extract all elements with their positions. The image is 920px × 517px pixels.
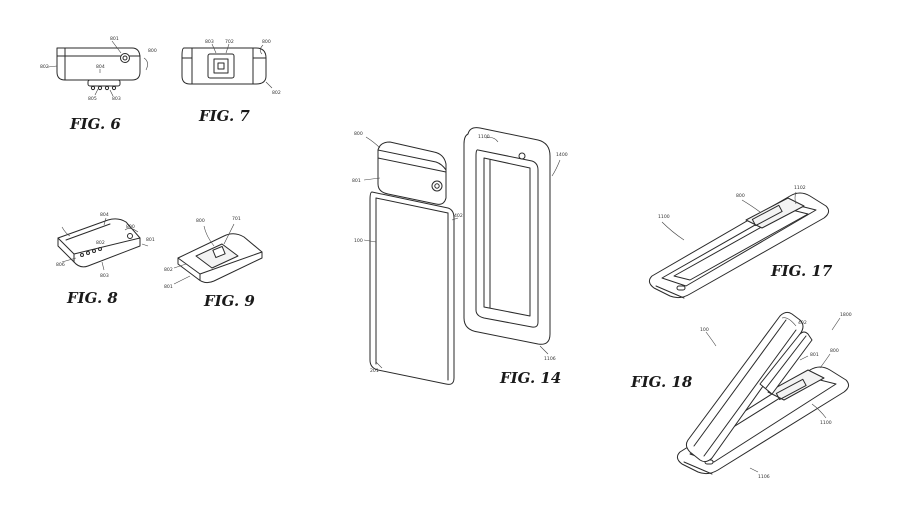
- fig9-ref: 801: [164, 284, 173, 290]
- fig8-ref: 800: [126, 224, 135, 230]
- fig6-label: FIG. 6: [70, 115, 121, 133]
- fig17-drawing: [648, 191, 830, 299]
- fig17-label: FIG. 17: [771, 262, 833, 280]
- fig14-ref: 402: [454, 213, 463, 219]
- fig8-label: FIG. 8: [67, 289, 118, 307]
- fig9-ref: 802: [164, 267, 173, 273]
- fig18-ref: 402: [798, 320, 807, 326]
- fig6-ref: 801: [110, 36, 119, 42]
- fig8-ref: 801: [146, 237, 155, 243]
- fig7-drawing: [181, 43, 273, 89]
- fig18-label: FIG. 18: [631, 373, 693, 391]
- fig14-ref: 100: [354, 238, 363, 244]
- fig18-ref: 100: [700, 327, 709, 333]
- fig18-ref: 1100: [820, 420, 832, 426]
- fig18-ref: 801: [810, 352, 819, 358]
- fig9-drawing: [173, 223, 263, 285]
- fig9-label: FIG. 9: [204, 292, 255, 310]
- fig17-ref: 1100: [658, 214, 670, 220]
- fig6-ref: 805: [88, 96, 97, 102]
- fig6-ref: 800: [148, 48, 157, 54]
- fig14-ref: 800: [354, 131, 363, 137]
- fig6-ref: 804: [96, 64, 105, 70]
- fig8-drawing: [57, 217, 149, 271]
- fig14-drawing: [363, 127, 561, 385]
- fig14-label: FIG. 14: [500, 369, 562, 387]
- fig7-ref: 800: [262, 39, 271, 45]
- fig9-ref: 701: [232, 216, 241, 222]
- fig6-ref: 802: [40, 64, 49, 70]
- fig7-ref: 802: [272, 90, 281, 96]
- fig7-ref: 702: [225, 39, 234, 45]
- fig14-ref: 1100: [478, 134, 490, 140]
- fig18-ref: 1800: [840, 312, 852, 318]
- fig14-ref: 1400: [556, 152, 568, 158]
- fig8-ref: 806: [56, 262, 65, 268]
- fig14-ref: 1106: [544, 356, 556, 362]
- fig17-ref: 800: [736, 193, 745, 199]
- fig8-ref: 803: [100, 273, 109, 279]
- fig8-ref: 802: [96, 240, 105, 246]
- fig9-ref: 800: [196, 218, 205, 224]
- fig7-label: FIG. 7: [199, 107, 250, 125]
- fig8-ref: 804: [100, 212, 109, 218]
- fig14-ref: 201: [370, 368, 379, 374]
- fig7-ref: 803: [205, 39, 214, 45]
- fig18-ref: 800: [830, 348, 839, 354]
- fig17-ref: 1102: [794, 185, 806, 191]
- fig6-drawing: [47, 40, 148, 97]
- fig14-ref: 801: [352, 178, 361, 184]
- fig18-ref: 1106: [758, 474, 770, 480]
- fig6-ref: 803: [112, 96, 121, 102]
- fig18-drawing: [676, 311, 850, 475]
